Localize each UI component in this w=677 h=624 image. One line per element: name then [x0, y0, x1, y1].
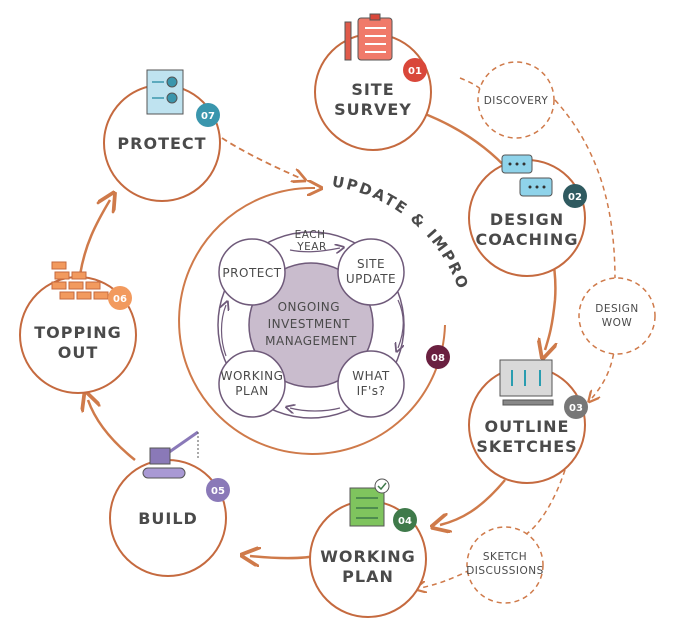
svg-text:08: 08 — [431, 353, 445, 364]
svg-text:DISCOVERY: DISCOVERY — [484, 95, 549, 107]
plan-document-icon — [349, 478, 390, 527]
svg-text:07: 07 — [201, 111, 215, 122]
svg-text:PROTECT: PROTECT — [222, 266, 281, 280]
inner-flow-arrows — [222, 300, 404, 411]
stage-07-badge — [196, 103, 220, 127]
svg-text:PROTECT: PROTECT — [117, 134, 206, 153]
stage-03-badge — [564, 395, 588, 419]
stage-06-badge — [108, 286, 132, 310]
svg-text:04: 04 — [398, 516, 412, 527]
svg-text:02: 02 — [568, 192, 582, 203]
stage-05-badge — [206, 478, 230, 502]
stage-05-build[interactable]: BUILD 05 — [109, 430, 230, 577]
svg-text:06: 06 — [113, 294, 127, 305]
center-label: ONGOING INVESTMENT MANAGEMENT — [265, 300, 357, 348]
certificate-icon — [146, 69, 184, 115]
stage-04-badge — [393, 508, 417, 532]
inner-stage-protect[interactable]: PROTECT — [218, 238, 286, 306]
stage-02-badge — [563, 184, 587, 208]
stage-07-protect[interactable]: PROTECT 07 — [103, 69, 221, 202]
bricks-icon — [51, 261, 109, 300]
chat-bubbles-icon — [501, 154, 553, 197]
side-note-discovery[interactable]: DISCOVERY — [477, 61, 555, 139]
clipboard-icon — [344, 13, 393, 61]
each-year-label: EACH YEAR — [295, 229, 330, 253]
crane-icon — [142, 430, 199, 479]
svg-text:05: 05 — [211, 486, 225, 497]
svg-text:BUILD: BUILD — [138, 509, 198, 528]
center-hub — [248, 262, 374, 388]
blueprint-table-icon — [499, 359, 554, 406]
svg-text:01: 01 — [408, 66, 422, 77]
svg-text:03: 03 — [569, 403, 583, 414]
stage-01-badge — [403, 58, 427, 82]
stage-08-badge[interactable]: 08 — [426, 345, 450, 369]
